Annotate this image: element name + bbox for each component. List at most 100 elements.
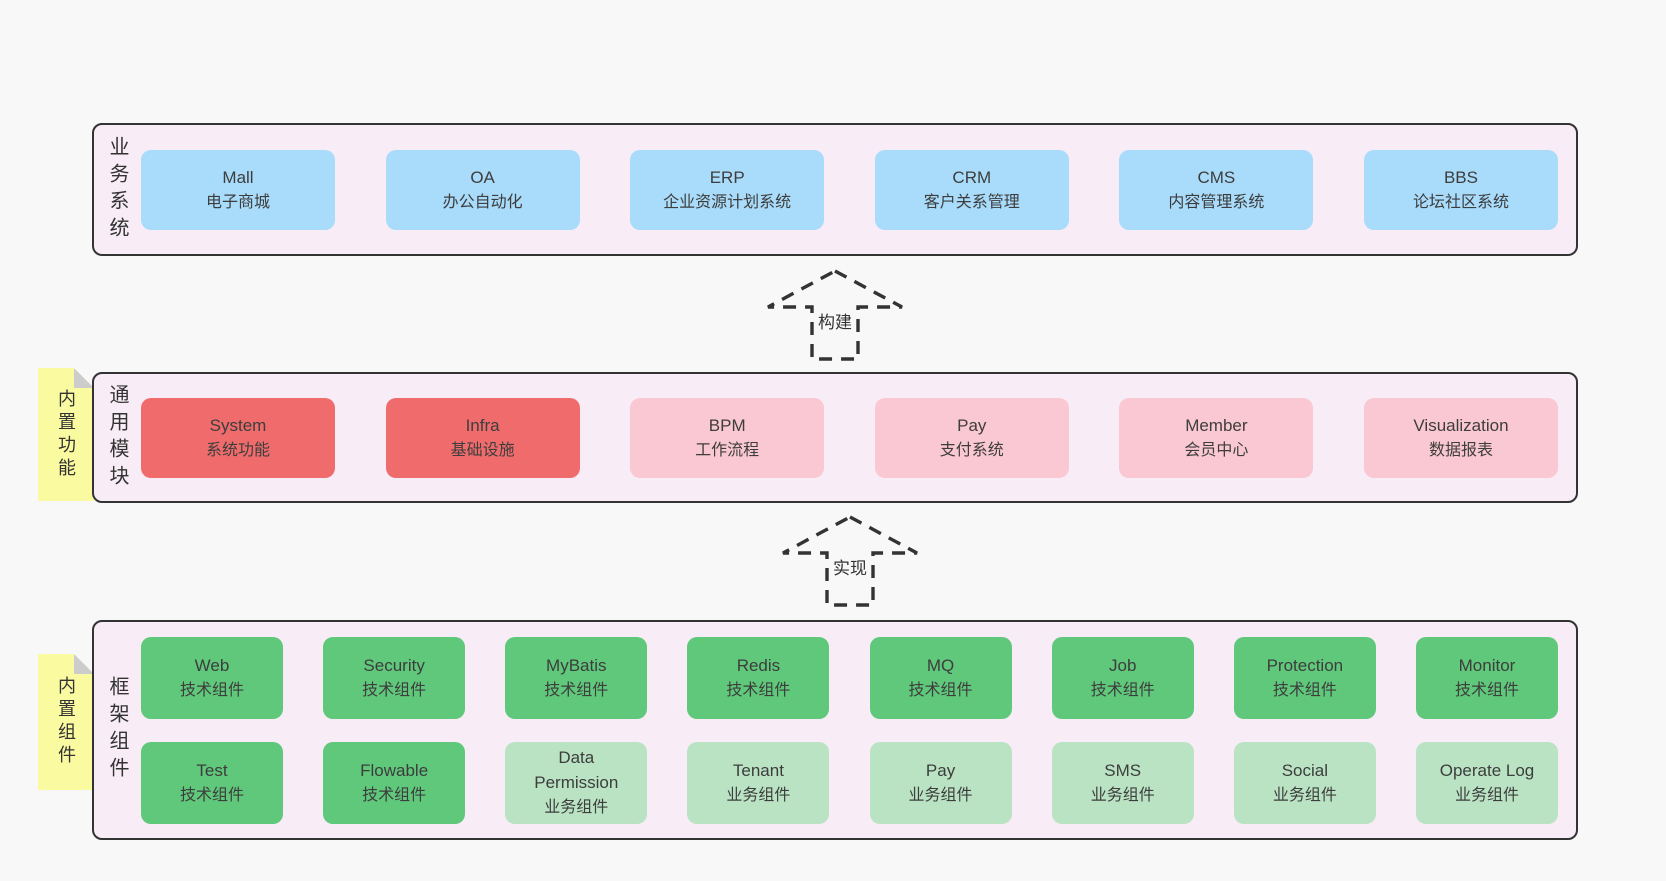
box-subtitle: 技术组件 (726, 681, 791, 699)
arrow-implement: 实现 (775, 512, 925, 608)
sticky-note-label: 内置组件 (56, 676, 76, 768)
box-title: Job (1108, 655, 1137, 675)
box-title: Web (194, 655, 230, 675)
panel-label-framework-components: 框架组件 (106, 676, 128, 784)
box-subtitle: 业务组件 (908, 786, 973, 804)
box-erp: ERP 企业资源计划系统 (630, 149, 825, 230)
box-title: SMS (1104, 760, 1142, 780)
box-title: Operate Log (1439, 760, 1535, 780)
box-social: Social 业务组件 (1233, 741, 1376, 824)
box-title: Social (1281, 760, 1328, 780)
box-bbs: BBS 论坛社区系统 (1363, 149, 1558, 230)
box-job: Job 技术组件 (1051, 636, 1194, 719)
box-title: CMS (1197, 167, 1236, 187)
box-mall: Mall 电子商城 (141, 149, 335, 230)
box-data-permission: Data Permission 业务组件 (505, 741, 648, 824)
box-infra: Infra 基础设施 (385, 397, 580, 478)
box-subtitle: 技术组件 (362, 786, 427, 804)
box-subtitle: 技术组件 (179, 681, 244, 699)
panel-framework-components: 框架组件 Web 技术组件 Security 技术组件 MyBatis 技术组件… (92, 620, 1578, 840)
box-subtitle: 业务组件 (726, 786, 791, 804)
box-pay: Pay 支付系统 (874, 397, 1069, 478)
box-title: BBS (1443, 167, 1478, 187)
box-title: Tenant (732, 760, 784, 780)
box-subtitle: 会员中心 (1184, 441, 1249, 459)
box-member: Member 会员中心 (1119, 397, 1314, 478)
box-test: Test 技术组件 (141, 741, 283, 824)
box-subtitle: 技术组件 (1454, 681, 1519, 699)
box-title: Infra (465, 415, 500, 435)
panel-label-common-modules: 通用模块 (106, 383, 128, 492)
box-subtitle: 论坛社区系统 (1412, 193, 1509, 211)
box-title: Flowable (360, 760, 429, 780)
box-subtitle: 技术组件 (1090, 681, 1155, 699)
box-title: Pay (957, 415, 987, 435)
box-title: Monitor (1458, 655, 1516, 675)
sticky-note-built-in-features: 内置功能 (38, 368, 94, 501)
box-redis: Redis 技术组件 (687, 636, 830, 719)
arrow-build: 构建 (760, 266, 910, 362)
box-subtitle: 办公自动化 (442, 193, 523, 211)
folded-corner-icon (74, 368, 94, 388)
panel-business-systems: 业务系统 Mall 电子商城 OA 办公自动化 ERP 企业资源计划系统 CRM… (92, 123, 1578, 256)
box-title: Visualization (1413, 415, 1509, 435)
box-title: Redis (736, 655, 781, 675)
box-protection: Protection 技术组件 (1233, 636, 1376, 719)
box-subtitle: 技术组件 (908, 681, 973, 699)
box-subtitle: 技术组件 (362, 681, 427, 699)
arrow-build-label: 构建 (814, 307, 856, 334)
box-bpm: BPM 工作流程 (630, 397, 825, 478)
box-title: ERP (709, 167, 745, 187)
sticky-note-built-in-components: 内置组件 (38, 654, 94, 790)
box-flowable: Flowable 技术组件 (323, 741, 466, 824)
box-crm: CRM 客户关系管理 (874, 149, 1069, 230)
box-mq: MQ 技术组件 (869, 636, 1012, 719)
box-subtitle: 企业资源计划系统 (663, 193, 792, 211)
box-operate-log: Operate Log 业务组件 (1415, 741, 1558, 824)
folded-corner-icon (74, 654, 94, 674)
box-title: System (209, 415, 267, 435)
box-subtitle: 内容管理系统 (1168, 193, 1265, 211)
box-subtitle: 业务组件 (1454, 786, 1519, 804)
box-security: Security 技术组件 (323, 636, 466, 719)
box-subtitle: 电子商城 (205, 193, 270, 211)
box-tenant: Tenant 业务组件 (687, 741, 830, 824)
box-title: Pay (925, 760, 956, 780)
box-subtitle: 技术组件 (179, 786, 244, 804)
box-title: CRM (952, 167, 992, 187)
box-title: OA (470, 167, 495, 187)
box-sms: SMS 业务组件 (1051, 741, 1194, 824)
box-title: Protection (1266, 655, 1344, 675)
box-pay-component: Pay 业务组件 (869, 741, 1012, 824)
box-subtitle: 业务组件 (544, 799, 609, 816)
sticky-note-label: 内置功能 (56, 388, 76, 481)
box-subtitle: 基础设施 (450, 441, 515, 459)
box-title: Data Permission (534, 748, 619, 792)
box-title: MyBatis (546, 655, 607, 675)
box-monitor: Monitor 技术组件 (1415, 636, 1558, 719)
box-title: MQ (926, 655, 955, 675)
box-title: Security (363, 655, 425, 675)
box-title: Member (1185, 415, 1248, 435)
box-subtitle: 业务组件 (1090, 786, 1155, 804)
box-subtitle: 工作流程 (695, 441, 760, 459)
box-oa: OA 办公自动化 (385, 149, 580, 230)
box-subtitle: 客户关系管理 (923, 193, 1020, 211)
box-web: Web 技术组件 (141, 636, 283, 719)
box-visualization: Visualization 数据报表 (1363, 397, 1558, 478)
box-subtitle: 系统功能 (205, 441, 270, 459)
panel-label-business-systems: 业务系统 (106, 135, 128, 244)
box-subtitle: 技术组件 (544, 681, 609, 699)
arrow-implement-label: 实现 (829, 553, 871, 580)
box-title: Mall (222, 167, 254, 187)
box-subtitle: 数据报表 (1428, 441, 1493, 459)
box-subtitle: 技术组件 (1272, 681, 1337, 699)
box-title: Test (196, 760, 228, 780)
box-cms: CMS 内容管理系统 (1119, 149, 1314, 230)
box-system: System 系统功能 (141, 397, 335, 478)
box-subtitle: 支付系统 (939, 441, 1004, 459)
box-subtitle: 业务组件 (1272, 786, 1337, 804)
panel-common-modules: 通用模块 System 系统功能 Infra 基础设施 BPM 工作流程 Pay… (92, 372, 1578, 503)
box-mybatis: MyBatis 技术组件 (505, 636, 648, 719)
